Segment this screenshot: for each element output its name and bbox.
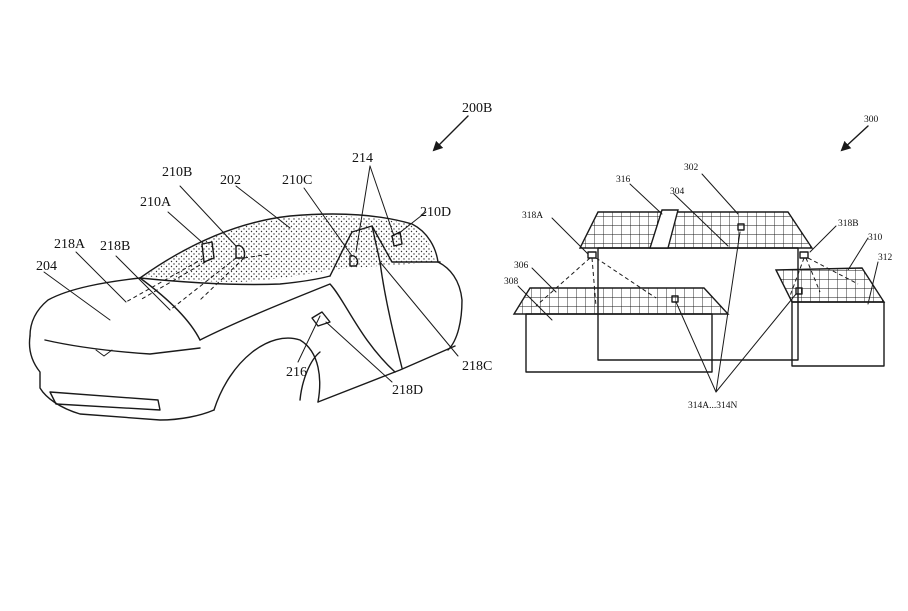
view-318B-2 [805, 257, 821, 293]
car-figure: 200B 210B 210A 202 210C 214 210D 218A 21… [28, 101, 492, 421]
sensor-210A [201, 241, 215, 263]
leader-316 [629, 183, 663, 215]
sensor-210D [391, 231, 403, 247]
skylight-316 [649, 209, 679, 249]
car-windshield-outline [139, 213, 439, 279]
leader-308 [517, 285, 553, 321]
car-a-pillar [329, 231, 353, 277]
label-218C: 218C [462, 359, 492, 374]
leader-318A [551, 217, 589, 255]
car-rear-quarter [437, 261, 463, 351]
beam-218A [125, 257, 205, 303]
label-300: 300 [864, 115, 879, 125]
roof-306-panel [512, 287, 730, 315]
car-windshield-base [139, 275, 331, 286]
beam-210B-c [243, 253, 271, 259]
car-glass-area [145, 216, 435, 282]
leader-218B [115, 255, 171, 311]
car-grille [49, 391, 161, 411]
leader-210A [167, 211, 205, 245]
car-side-window [351, 225, 441, 263]
buildings-figure: 300 302 316 304 318A 318B 310 312 306 30… [504, 115, 893, 411]
beam-218B-b [199, 257, 245, 301]
label-218D: 218D [392, 383, 423, 398]
view-318A-2 [591, 257, 597, 307]
view-318B-3 [807, 257, 859, 285]
car-door-line [379, 261, 403, 369]
leader-318B [809, 225, 837, 253]
car-b-pillar [371, 225, 381, 263]
ref-arrow-200B [432, 115, 469, 152]
label-318A: 318A [522, 211, 543, 221]
label-314: 314A...314N [688, 401, 737, 411]
label-214: 214 [352, 151, 373, 166]
car-headlight [44, 339, 201, 355]
leader-314-b [715, 231, 741, 393]
label-304: 304 [670, 187, 685, 197]
label-200B: 200B [462, 101, 492, 116]
leader-304 [673, 193, 729, 247]
leader-218C [379, 261, 459, 357]
label-306: 306 [514, 261, 529, 271]
camera-318A [587, 251, 597, 259]
leader-214-a [355, 165, 371, 253]
car-front-wheel-arch [213, 337, 321, 411]
ref-arrow-300 [840, 125, 869, 152]
label-302: 302 [684, 163, 699, 173]
label-210D: 210D [420, 205, 451, 220]
leader-314-a [675, 301, 717, 393]
beam-218B [169, 257, 237, 311]
label-216: 216 [286, 365, 307, 380]
leader-312 [867, 261, 879, 305]
leader-314-c [715, 293, 797, 393]
leader-210C [303, 187, 353, 257]
car-front-wheel [299, 351, 321, 401]
label-210B: 210B [162, 165, 192, 180]
leader-214-b [369, 165, 395, 237]
leader-204 [43, 271, 111, 321]
car-side-mirror [311, 311, 331, 327]
leader-210D [397, 211, 427, 235]
leader-218D [325, 321, 393, 383]
label-318B: 318B [838, 219, 859, 229]
label-210A: 210A [140, 195, 172, 210]
label-312: 312 [878, 253, 893, 263]
roof-310-panel [774, 267, 886, 303]
leader-310 [847, 237, 869, 271]
view-318A-1 [535, 257, 591, 307]
car-body-side [199, 283, 396, 373]
camera-318B [799, 251, 809, 259]
label-218A: 218A [54, 237, 86, 252]
sensor-304 [737, 223, 745, 231]
building-306-wall [525, 313, 713, 373]
sensor-314 [671, 295, 679, 303]
car-hood-crease [139, 277, 201, 341]
label-308: 308 [504, 277, 519, 287]
leader-302 [701, 173, 739, 215]
car-rocker [317, 345, 456, 403]
sensor-314-right [795, 287, 803, 295]
label-218B: 218B [100, 239, 130, 254]
label-202: 202 [220, 173, 241, 188]
leader-216 [297, 315, 321, 363]
label-210C: 210C [282, 173, 312, 188]
car-hood [29, 277, 141, 337]
view-318A-3 [595, 257, 657, 299]
label-310: 310 [868, 233, 883, 243]
car-logo [95, 349, 113, 357]
leader-218A [75, 251, 127, 303]
building-310-wall [791, 301, 885, 367]
roof-302-panel [578, 211, 814, 249]
label-204: 204 [36, 259, 57, 274]
label-316: 316 [616, 175, 631, 185]
leader-202 [235, 185, 291, 229]
leader-210B [179, 185, 237, 247]
leader-306 [531, 267, 557, 293]
